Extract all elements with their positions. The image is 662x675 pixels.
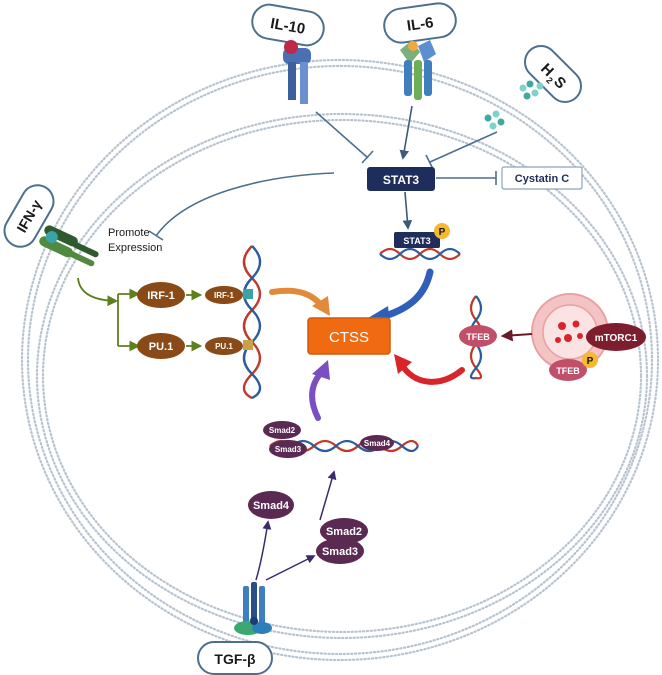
promote-text-line1: Promote [108,227,150,239]
cell-membrane [20,58,660,662]
irf1-small-label: IRF-1 [214,291,235,300]
il10-label: IL-10 [269,15,306,38]
irf1-node: IRF-1 [137,282,185,308]
il6-receptor [400,40,436,100]
smad-to-ctss-arrowhead [312,360,330,380]
smad4-node: Smad4 [248,491,294,519]
smad4-dna-node: Smad4 [360,435,394,451]
irf-to-ctss-arrow [269,287,325,309]
ifng-branch-arrows [77,277,203,352]
ifng-ligand: IFN-γ [3,184,55,248]
h2s-sub: 2 [544,75,555,86]
tgfb-receptor [234,582,272,635]
smad2-dna-label: Smad2 [269,426,296,435]
pu1-small-node: PU.1 [205,337,243,355]
smad3-node: Smad3 [316,538,364,564]
tfeb-to-ctss-arrow [401,365,465,385]
smad3-label: Smad3 [322,546,358,558]
irf-dna-helix [242,245,262,400]
lysosome-to-tfeb-arrow [500,329,533,342]
promote-text-line2: Expression [108,242,162,254]
il6-ligand: IL-6 [383,2,457,44]
cystatin-c-box: Cystatin C [501,166,583,190]
h2s-molecules-inside [484,110,505,130]
ctss-label: CTSS [329,329,369,346]
mtorc1-label: mTORC1 [595,333,638,344]
tgfb-label: TGF-β [214,651,256,667]
stat3-box: STAT3 [367,167,435,191]
ctss-box: CTSS [307,317,391,355]
irf1-label: IRF-1 [147,290,175,302]
pu1-small-label: PU.1 [215,342,233,351]
smad3-dna-label: Smad3 [275,445,302,454]
smad2-label: Smad2 [326,526,362,538]
lysosome [531,293,609,371]
stat3-phosphate-label: P [439,227,446,238]
nuclear-envelope [35,112,649,640]
tfeb-node: TFEB [459,325,497,347]
tfeb-phospho-label: TFEB [556,366,580,376]
irf1-small-node: IRF-1 [205,286,243,304]
smad2-dna-node: Smad2 [263,421,301,439]
mtorc1-node: mTORC1 [586,323,646,351]
pu1-label: PU.1 [149,341,173,353]
smad3-dna-node: Smad3 [269,440,307,458]
il6-label: IL-6 [406,14,435,35]
inhibition-lines [148,111,498,241]
stat3-phospho-label: STAT3 [403,236,430,246]
smad2-node: Smad2 [320,518,368,544]
tfeb-to-ctss-arrowhead [394,354,412,374]
il6-activates-stat3 [399,105,413,160]
stat3-label: STAT3 [383,173,420,187]
h2s-molecules-outside [519,80,544,100]
tfeb-label: TFEB [466,332,490,342]
smad-to-ctss-arrow [309,371,323,421]
stat3-to-ctss-arrow [381,268,434,320]
pu1-node: PU.1 [137,333,185,359]
tfeb-phospho-node: TFEB P [549,352,598,381]
stat3-to-dna-arrow [402,191,413,230]
smad4-label: Smad4 [253,500,290,512]
stat3-dna-strand [379,247,461,261]
tgfb-signal-arrows [255,470,337,581]
il10-receptor [283,40,311,104]
stat3-phospho-box: STAT3 P [394,223,450,248]
ifng-receptor [39,225,99,267]
smad4-dna-label: Smad4 [364,439,391,448]
tgfb-ligand: TGF-β [197,641,273,675]
irf-to-ctss-arrowhead [312,296,330,316]
il10-ligand: IL-10 [251,3,325,47]
cystatin-c-label: Cystatin C [515,173,569,185]
tfeb-phosphate-label: P [587,356,594,367]
